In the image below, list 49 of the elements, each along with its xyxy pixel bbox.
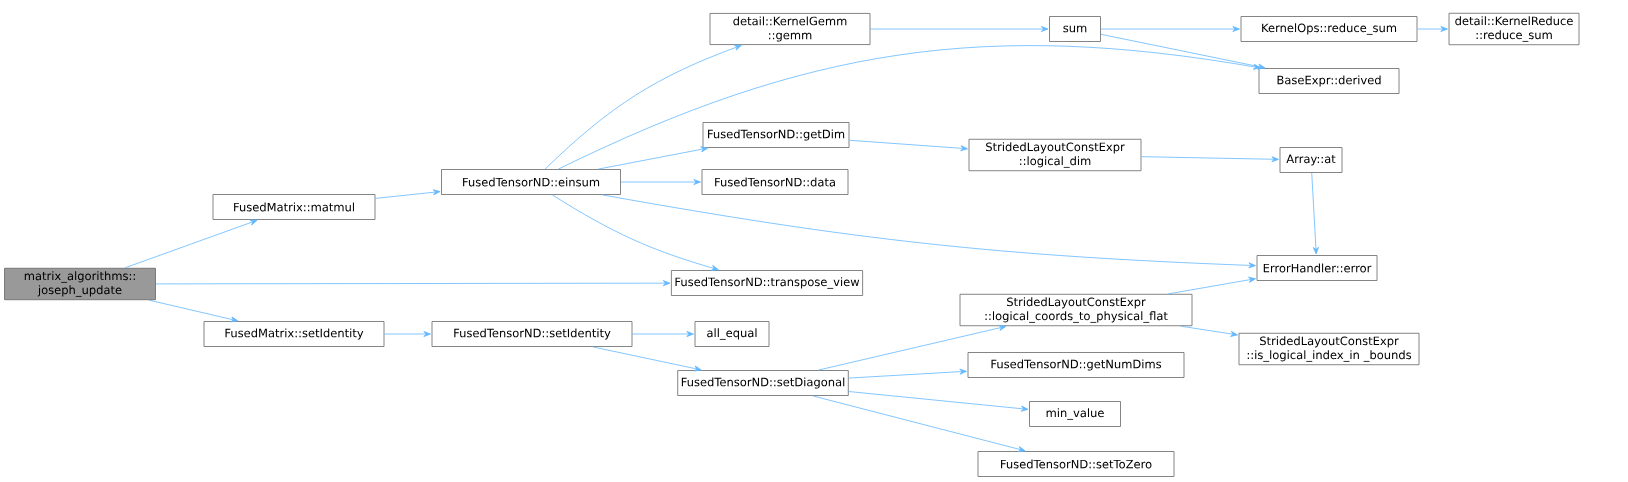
function-box: StridedLayoutConstExpr ::logical_coords_to_physical_flat [959, 293, 1193, 327]
call-arrow [544, 44, 742, 170]
function-box: detail::KernelReduce ::reduce_sum [1448, 12, 1580, 46]
call-arrow [124, 219, 258, 269]
function-box: FusedTensorND::getNumDims [967, 352, 1185, 378]
function-box: FusedTensorND::setDiagonal [677, 370, 849, 396]
function-box: BaseExpr::derived [1258, 68, 1400, 94]
call-arrow [551, 194, 719, 271]
function-box: sum [1049, 16, 1101, 42]
call-arrow [1417, 26, 1448, 32]
call-arrow [557, 45, 1261, 170]
call-arrow [1100, 26, 1240, 32]
function-box: FusedTensorND::einsum [441, 169, 621, 195]
function-box: min_value [1029, 401, 1121, 427]
call-arrow [592, 346, 702, 372]
function-box: KernelOps::reduce_sum [1240, 16, 1418, 42]
function-box: FusedTensorND::data [701, 169, 849, 195]
call-arrow [602, 194, 1256, 269]
function-box: StridedLayoutConstExpr ::logical_dim [968, 138, 1142, 172]
call-arrow [597, 146, 709, 170]
function-box: FusedMatrix::matmul [212, 194, 376, 220]
call-arrow [384, 331, 431, 337]
call-arrow [817, 324, 1007, 371]
function-box: detail::KernelGemm ::gemm [709, 13, 871, 45]
function-box: StridedLayoutConstExpr ::is_logical_index_in _bounds [1238, 332, 1420, 366]
function-box: FusedTensorND::setToZero [977, 451, 1175, 477]
call-arrow [1311, 172, 1319, 255]
call-arrow [849, 139, 968, 152]
call-arrow [1100, 33, 1266, 70]
function-box: Array::at [1279, 147, 1343, 173]
call-arrow [1180, 325, 1238, 337]
call-arrow [848, 391, 1029, 412]
function-box: matrix_algorithms:: joseph_update [4, 267, 156, 301]
call-arrow [155, 280, 671, 287]
call-arrow [1168, 276, 1256, 295]
call-arrow [148, 299, 239, 323]
function-box: FusedMatrix::setIdentity [203, 321, 385, 347]
call-arrow [1141, 156, 1279, 163]
call-arrow [848, 368, 967, 379]
function-box: FusedTensorND::setIdentity [431, 321, 633, 347]
function-box: ErrorHandler::error [1256, 255, 1378, 281]
call-arrow [812, 395, 1026, 453]
function-box: FusedTensorND::getDim [702, 122, 850, 148]
call-arrow [632, 331, 694, 337]
call-arrow [620, 179, 701, 185]
call-arrow [870, 26, 1049, 32]
function-box: FusedTensorND::transpose_view [671, 270, 864, 296]
function-box: all_equal [694, 321, 770, 347]
call-arrow [375, 189, 441, 199]
